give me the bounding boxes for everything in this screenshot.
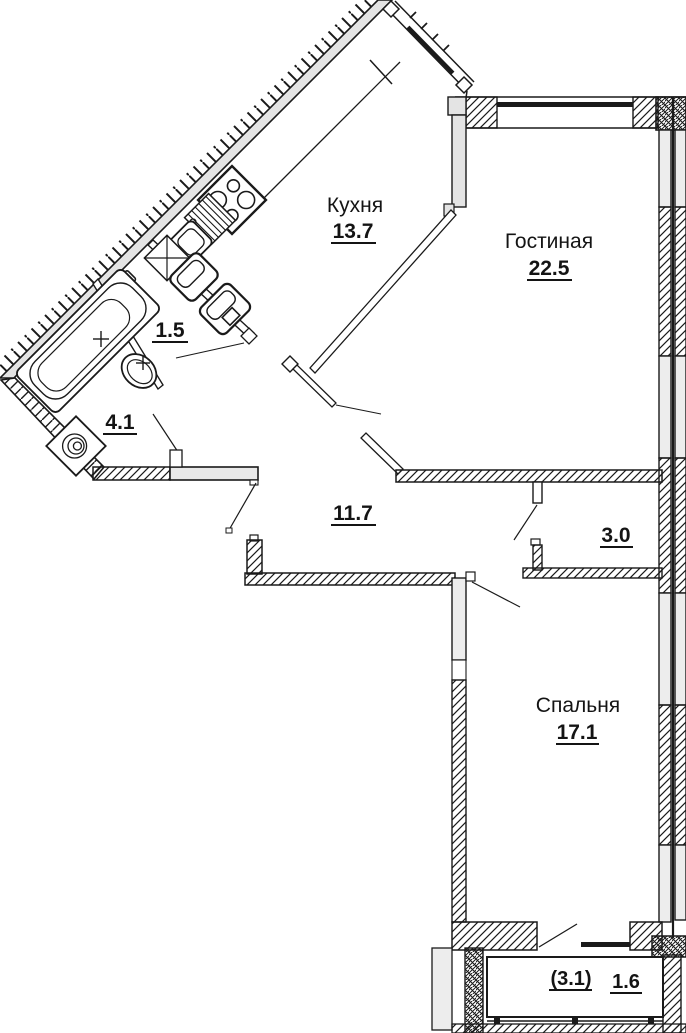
corridor-south-wall [522, 567, 663, 579]
window-post [454, 75, 474, 95]
bathtub [16, 269, 160, 413]
wc-door [175, 327, 258, 359]
east-window-bedroom-2 [658, 844, 672, 923]
living-room-west-wall [443, 96, 467, 217]
east-window-living-1 [658, 129, 672, 208]
loggia-glazing [487, 1018, 663, 1024]
door-jamb [169, 449, 183, 468]
east-wall-pier [658, 206, 672, 357]
door-leaf [292, 364, 337, 408]
kitchen-counter [255, 61, 401, 207]
appliance-1 [169, 252, 219, 302]
loggia-south-wall [451, 1023, 686, 1033]
hall-west-stub [246, 539, 263, 575]
corner-column-se [651, 935, 686, 958]
corner-column-ne [655, 96, 686, 131]
hall-area: 11.7 [333, 502, 373, 525]
bath-door [152, 413, 183, 468]
door-leaf [228, 482, 257, 531]
kitchen-window-bay [369, 0, 475, 99]
bay-ticks [409, 11, 450, 52]
kitchen-area: 13.7 [333, 220, 374, 243]
bathroom-fixtures [16, 269, 160, 477]
washing-machine [45, 415, 107, 477]
kitchen-label: Кухня [327, 194, 383, 217]
loggia-door-leaf [538, 923, 578, 948]
entrance-door [169, 466, 259, 534]
loggia-area-total: (3.1) [550, 968, 591, 990]
east-wall-pier [658, 704, 672, 846]
east-window-bedroom-1 [658, 592, 672, 706]
door-jamb [530, 538, 541, 546]
north-window [497, 102, 633, 107]
wc-area: 1.5 [155, 319, 185, 342]
loggia-window [581, 942, 630, 947]
living-label: Гостиная [505, 230, 593, 253]
corridor-door-leaf [513, 504, 538, 541]
bedroom-south-wall [451, 921, 686, 958]
window-post [381, 0, 401, 19]
bath-faucet [93, 331, 109, 347]
bedroom-label: Спальня [536, 694, 620, 717]
kitchen-fixtures [143, 61, 401, 336]
door-jamb [532, 481, 543, 504]
loggia [431, 947, 686, 1033]
east-wall [658, 97, 686, 938]
kitchen-partition-wall [281, 209, 457, 415]
hall-lower-wall [244, 572, 456, 586]
bath-area: 4.1 [105, 411, 135, 434]
loggia-area: 1.6 [612, 971, 640, 993]
hall-south-wall [92, 466, 171, 481]
wall-pier [465, 96, 498, 129]
loggia-interior [486, 956, 664, 1018]
room-labels: Кухня 13.7 Гостиная 22.5 1.5 4.1 11.7 3.… [103, 194, 642, 994]
loggia-west-wall [464, 947, 484, 1033]
wall-pier [632, 96, 659, 129]
sink-faucet [136, 356, 150, 370]
drainboard [183, 192, 237, 246]
door-jamb [240, 327, 258, 345]
east-window-living-2 [658, 355, 672, 459]
door-leaf [175, 342, 245, 359]
door-leaf [152, 413, 179, 453]
corridor-walls [513, 481, 663, 579]
living-area: 22.5 [529, 257, 570, 280]
bedroom-door [465, 571, 521, 608]
living-south-wall [360, 432, 663, 483]
bedroom-area: 17.1 [557, 721, 598, 744]
bedroom-west-wall [451, 577, 467, 661]
kitchen-door [281, 355, 382, 415]
door-leaf [471, 581, 521, 608]
kitchen-bay-glazing [406, 25, 455, 75]
door-jamb [465, 571, 476, 582]
hall-walls [92, 466, 456, 586]
corridor-area: 3.0 [601, 524, 630, 547]
door-swing [335, 404, 382, 415]
appliance-2 [198, 282, 252, 336]
bedroom-walls [451, 571, 686, 958]
loggia-east-wall [662, 954, 682, 1033]
diagonal-connector [360, 432, 404, 475]
